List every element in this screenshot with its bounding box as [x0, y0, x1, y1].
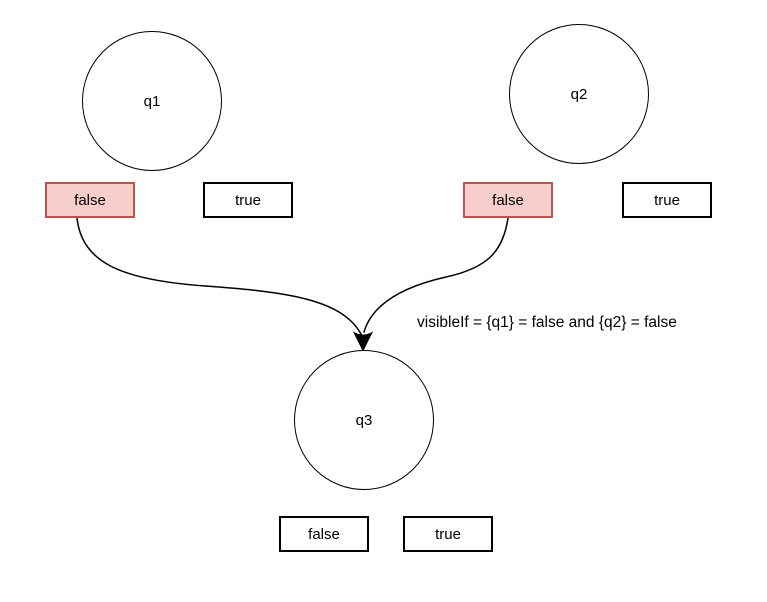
option-q3-true[interactable]: true: [403, 516, 493, 552]
node-q2[interactable]: q2: [509, 24, 649, 164]
option-q1-true[interactable]: true: [203, 182, 293, 218]
option-q3-false-label: false: [308, 525, 340, 543]
option-q2-true-label: true: [654, 191, 680, 209]
option-q3-true-label: true: [435, 525, 461, 543]
node-q2-label: q2: [570, 85, 588, 103]
node-q3[interactable]: q3: [294, 350, 434, 490]
option-q3-false[interactable]: false: [279, 516, 369, 552]
node-q3-label: q3: [355, 411, 373, 429]
edge-q2-false-to-q3: [363, 217, 509, 333]
node-q1-label: q1: [143, 92, 161, 110]
visibleif-annotation: visibleIf = {q1} = false and {q2} = fals…: [417, 314, 677, 331]
edge-q1-false-to-q3: [76, 217, 362, 335]
option-q2-false[interactable]: false: [463, 182, 553, 218]
arrowhead-icon: [352, 331, 374, 352]
option-q1-false-label: false: [74, 191, 106, 209]
option-q2-false-label: false: [492, 191, 524, 209]
option-q1-true-label: true: [235, 191, 261, 209]
option-q2-true[interactable]: true: [622, 182, 712, 218]
option-q1-false[interactable]: false: [45, 182, 135, 218]
node-q1[interactable]: q1: [82, 31, 222, 171]
